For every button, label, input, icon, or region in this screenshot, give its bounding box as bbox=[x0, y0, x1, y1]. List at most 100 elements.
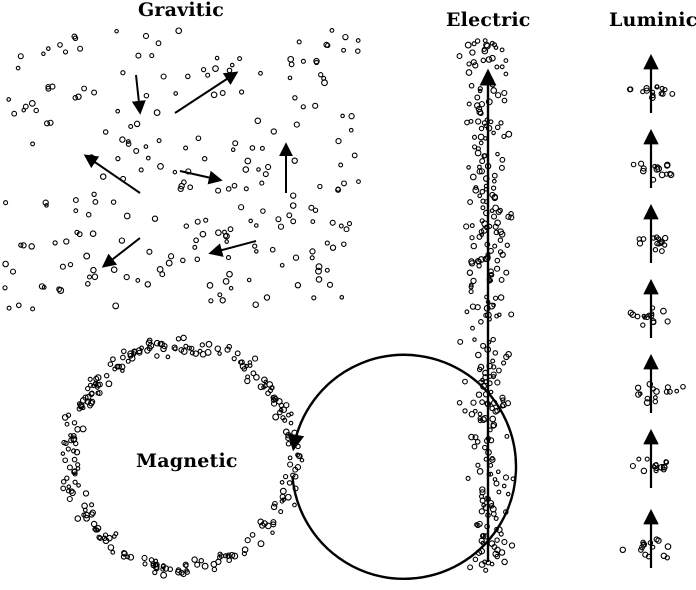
magnetic-particle bbox=[94, 524, 102, 532]
gravitic-particle bbox=[193, 237, 199, 244]
electric-particle bbox=[499, 47, 505, 53]
magnetic-particle bbox=[95, 390, 101, 396]
gravitic-particle bbox=[74, 229, 80, 235]
gravitic-particle bbox=[45, 84, 51, 90]
gravitic-particle bbox=[42, 199, 49, 206]
luminic-particle bbox=[640, 165, 647, 172]
electric-particle bbox=[494, 379, 501, 386]
magnetic-particle bbox=[76, 401, 82, 407]
gravitic-particle bbox=[183, 223, 190, 229]
luminic-particle bbox=[662, 234, 669, 242]
luminic-particle bbox=[653, 461, 659, 467]
gravitic-particle bbox=[153, 109, 161, 116]
gravitic-particle bbox=[91, 273, 99, 281]
gravitic-particle bbox=[219, 90, 226, 96]
gravitic-particle bbox=[203, 217, 209, 223]
electric-particle bbox=[477, 193, 483, 199]
gravitic-particle bbox=[222, 229, 227, 235]
gravitic-particle bbox=[227, 226, 234, 233]
magnetic-particle bbox=[152, 569, 158, 576]
luminic-particle bbox=[669, 90, 676, 97]
gravitic-particle bbox=[56, 286, 62, 293]
electric-particle bbox=[471, 134, 478, 140]
magnetic-particle bbox=[95, 381, 101, 388]
electric-particle bbox=[498, 120, 504, 126]
magnetic-particle bbox=[276, 409, 283, 416]
magnetic-particle bbox=[89, 502, 95, 508]
electric-particle bbox=[496, 489, 502, 495]
luminic-particle bbox=[664, 543, 672, 550]
magnetic-particle bbox=[183, 343, 189, 349]
electric-particle bbox=[463, 223, 470, 230]
magnetic-particle bbox=[71, 456, 78, 463]
magnetic-particle bbox=[172, 346, 178, 352]
gravitic-particle bbox=[244, 157, 252, 165]
gravitic-particle bbox=[133, 147, 140, 155]
magnetic-particle bbox=[120, 553, 127, 560]
electric-particle bbox=[479, 232, 485, 238]
magnetic-particle bbox=[280, 415, 286, 421]
gravitic-particle bbox=[341, 241, 347, 247]
gravitic-particle bbox=[146, 248, 153, 255]
luminic-particle bbox=[627, 309, 634, 316]
luminic-particle bbox=[626, 86, 633, 93]
magnetic-particle bbox=[189, 345, 195, 352]
electric-particle bbox=[468, 433, 475, 441]
gravitic-particle bbox=[308, 204, 315, 211]
magnetic-particle bbox=[142, 561, 148, 567]
gravitic-particle bbox=[287, 55, 295, 63]
gravitic-particle bbox=[77, 45, 84, 52]
electric-particle bbox=[480, 57, 487, 64]
gravitic-particle bbox=[290, 192, 297, 199]
luminic-particle bbox=[640, 236, 647, 242]
electric-particle bbox=[492, 408, 499, 415]
gravitic-particle bbox=[28, 243, 35, 250]
electric-particle bbox=[467, 199, 474, 206]
magnetic-particle bbox=[160, 563, 166, 570]
luminic-particle bbox=[652, 398, 659, 405]
luminic-particle bbox=[643, 85, 650, 92]
luminic-particle bbox=[662, 242, 668, 248]
gravitic-particle bbox=[167, 253, 175, 260]
magnetic-particle bbox=[66, 495, 73, 503]
magnetic-particle bbox=[226, 343, 232, 350]
gravitic-particle bbox=[214, 55, 220, 61]
electric-particle bbox=[501, 133, 507, 139]
magnetic-particle bbox=[68, 488, 75, 494]
electric-particle bbox=[489, 54, 496, 62]
electric-particle bbox=[495, 367, 502, 374]
gravitic-particle bbox=[269, 246, 276, 253]
magnetic-particle bbox=[150, 561, 156, 567]
electric-particle bbox=[478, 508, 485, 515]
magnetic-particle bbox=[71, 448, 77, 454]
gravitic-particle bbox=[20, 242, 27, 249]
field-arrows bbox=[83, 53, 659, 580]
gravitic-particle bbox=[120, 70, 126, 76]
electric-particle bbox=[501, 538, 508, 546]
electric-particle bbox=[466, 101, 472, 107]
electric-particle bbox=[478, 537, 485, 544]
gravitic-particle bbox=[239, 89, 245, 95]
magnetic-particle bbox=[239, 362, 247, 370]
gravitic-particle bbox=[110, 199, 117, 205]
magnetic-particle bbox=[64, 421, 70, 427]
luminic-particle bbox=[659, 85, 665, 91]
gravitic-particle bbox=[208, 298, 214, 304]
electric-particle bbox=[501, 97, 508, 104]
luminic-particle bbox=[653, 234, 660, 241]
luminic-particle bbox=[646, 380, 654, 388]
luminic-particle bbox=[653, 536, 660, 543]
magnetic-particle bbox=[125, 358, 131, 364]
magnetic-particle bbox=[252, 355, 259, 362]
magnetic-particle bbox=[111, 534, 117, 539]
gravitic-particle bbox=[71, 33, 78, 40]
gravitic-particle bbox=[312, 207, 319, 214]
gravitic-arrow bbox=[179, 170, 223, 185]
magnetic-particle bbox=[141, 554, 148, 562]
gravitic-particle bbox=[341, 180, 347, 187]
magnetic-particle bbox=[263, 379, 269, 385]
gravitic-particle bbox=[63, 238, 70, 245]
gravitic-particle bbox=[45, 85, 52, 92]
gravitic-particle bbox=[159, 271, 166, 278]
